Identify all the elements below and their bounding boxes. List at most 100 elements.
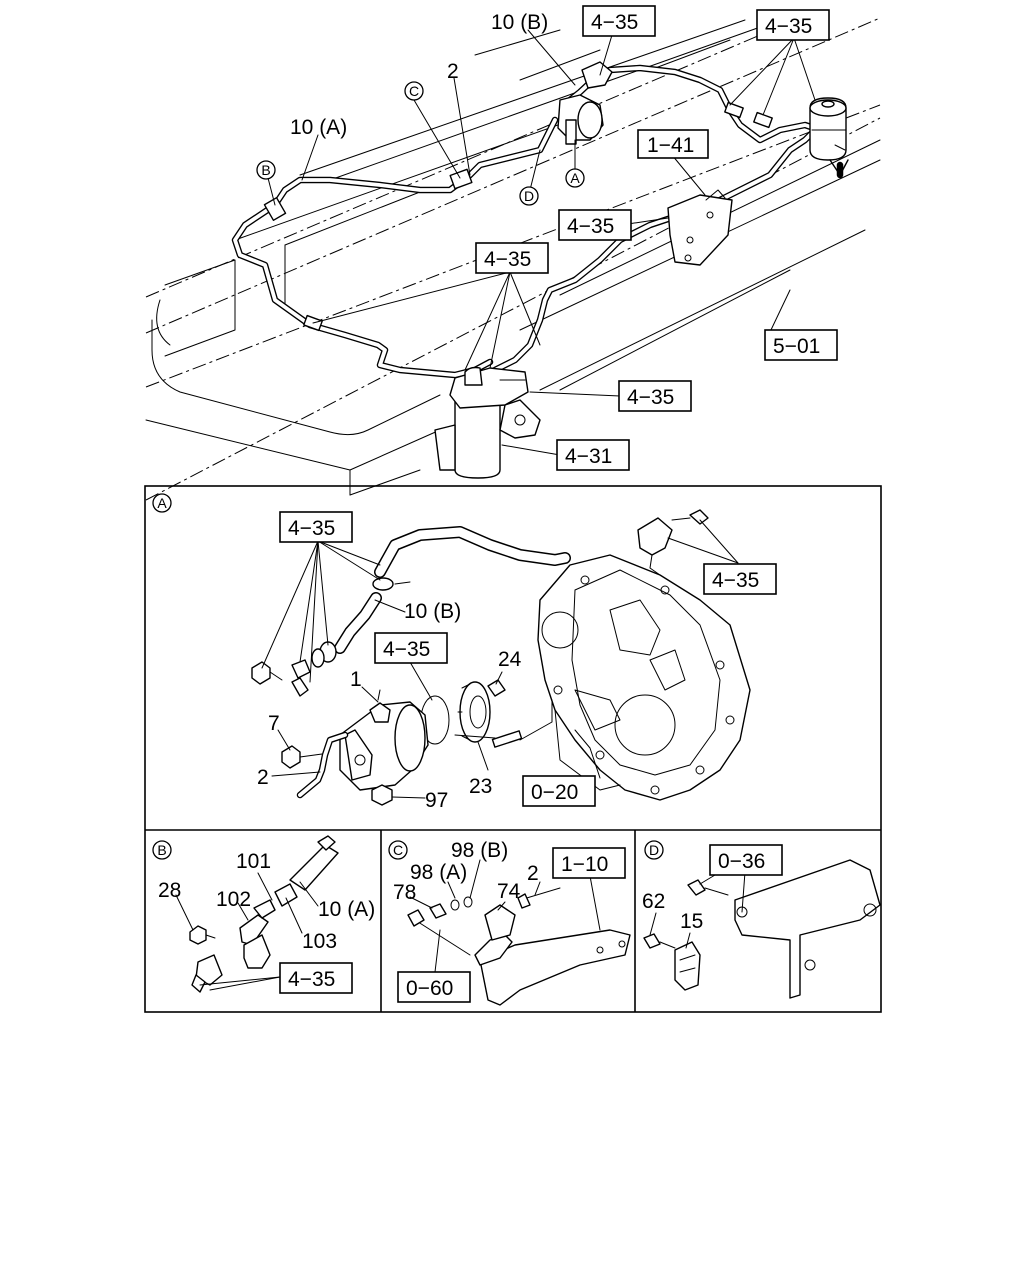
mounting-bracket-d <box>687 859 881 999</box>
clamp-15 <box>674 941 701 991</box>
callout-a-4-35-hoses: 4−35 <box>288 517 335 540</box>
master-cylinder <box>557 61 613 145</box>
callout-b-102: 102 <box>216 888 251 911</box>
detail-b-letter: B <box>157 842 166 858</box>
detail-a-panel: A <box>152 493 777 812</box>
detail-b-marker <box>152 840 172 860</box>
pump-assembly <box>339 689 429 791</box>
detail-c-letter: C <box>393 842 403 858</box>
detail-b-panel: B 101 28 102 103 10 (A) <box>152 835 375 994</box>
callout-box-a-4-35-hoses <box>279 511 353 543</box>
callout-c-74: 74 <box>497 880 521 903</box>
callout-4-31: 4−31 <box>565 445 612 468</box>
pedal-bracket <box>667 189 733 266</box>
callout-box-4-35-bracket <box>558 209 632 241</box>
callout-c: C <box>409 83 419 99</box>
callout-c-2: 2 <box>527 862 539 885</box>
callout-b-10a: 10 (A) <box>318 898 375 921</box>
callout-b-28: 28 <box>158 879 181 902</box>
detail-c-panel: C 98 (B) 98 (A) <box>388 839 631 1006</box>
detail-b-leaders <box>175 872 319 991</box>
detail-a-bracket <box>637 509 709 576</box>
callout-a-23: 23 <box>469 775 492 798</box>
detail-c-leaders <box>409 859 601 973</box>
callout-box-4-35-top <box>582 5 656 37</box>
callout-box-4-35-topright <box>756 9 830 41</box>
callout-d: D <box>524 188 534 204</box>
slave-cylinder <box>434 366 541 479</box>
callout-circle-a <box>565 168 585 188</box>
callout-4-35-bracket: 4−35 <box>567 215 614 238</box>
callout-b-4-35: 4−35 <box>288 968 335 991</box>
detail-d-marker <box>644 840 664 860</box>
callout-circle-d <box>519 186 539 206</box>
bolt-62 <box>643 933 676 949</box>
main-leaders <box>267 29 816 456</box>
detail-c-marker <box>388 840 408 860</box>
hose-10b <box>311 526 571 668</box>
drive-gear <box>457 679 506 743</box>
detail-a-callouts: 4−35 4−35 10 (B) 4−35 24 1 7 2 23 97 0−2… <box>257 511 777 812</box>
callout-box-d-0-36 <box>709 844 783 876</box>
callout-box-a-4-35-oring <box>374 632 448 664</box>
bolt-set-left <box>251 581 411 697</box>
hydraulic-lines <box>231 64 844 379</box>
detail-d-letter: D <box>649 842 659 858</box>
callout-4-35-center: 4−35 <box>484 248 531 271</box>
callout-a-24: 24 <box>498 648 522 671</box>
callout-b-101: 101 <box>236 850 271 873</box>
callout-a-10b: 10 (B) <box>404 600 461 623</box>
callout-c-0-60: 0−60 <box>406 977 453 1000</box>
callout-c-78: 78 <box>393 881 416 904</box>
flywheel-housing <box>537 554 751 801</box>
callout-box-c-1-10 <box>552 847 626 879</box>
main-callouts: 10 (B) 4−35 4−35 2 C 10 (A) B D A 1−41 4… <box>256 5 838 471</box>
reservoir-tank <box>809 97 849 176</box>
callout-10b: 10 (B) <box>491 11 548 34</box>
bolt-7 <box>281 745 323 769</box>
callout-box-4-35-center <box>475 242 549 274</box>
nut-97 <box>371 784 393 806</box>
callout-4-35-top: 4−35 <box>591 11 638 34</box>
callout-a-4-35-bracket: 4−35 <box>712 569 759 592</box>
detail-b-callouts: 101 28 102 103 10 (A) 4−35 <box>158 850 375 994</box>
detail-a-leaders <box>261 519 739 799</box>
callout-a-2: 2 <box>257 766 269 789</box>
detail-c-callouts: 98 (B) 98 (A) 1−10 78 74 2 0−60 <box>393 839 626 1003</box>
callout-box-a-0-20 <box>522 775 596 807</box>
callout-5-01: 5−01 <box>773 335 820 358</box>
callout-10a: 10 (A) <box>290 116 347 139</box>
callout-b-103: 103 <box>302 930 337 953</box>
callout-box-a-4-35-bracket <box>703 563 777 595</box>
callout-d-15: 15 <box>680 910 703 933</box>
pipe-2-detail <box>296 731 349 799</box>
callout-c-98a: 98 (A) <box>410 861 467 884</box>
callout-a-4-35-oring: 4−35 <box>383 638 430 661</box>
callout-box-5-01 <box>764 329 838 361</box>
stud-0-20 <box>454 699 553 748</box>
callout-a: A <box>570 170 580 186</box>
callout-circle-b <box>256 160 276 180</box>
callout-b: B <box>261 162 270 178</box>
callout-a-0-20: 0−20 <box>531 781 578 804</box>
callout-a-1: 1 <box>350 668 362 691</box>
callout-c-1-10: 1−10 <box>561 853 608 876</box>
clip-bracket-c <box>407 887 631 1006</box>
callout-4-35-topright: 4−35 <box>765 15 812 38</box>
detail-a-marker <box>152 493 172 513</box>
fitting-assembly-b <box>189 835 339 993</box>
callout-box-4-35-filter <box>618 380 692 412</box>
callout-1-41: 1−41 <box>647 134 694 157</box>
callout-2: 2 <box>447 60 459 83</box>
callout-4-35-filter: 4−35 <box>627 386 674 409</box>
callout-box-c-0-60 <box>397 971 471 1003</box>
detail-frame <box>144 485 882 1013</box>
callout-box-1-41 <box>637 129 709 159</box>
detail-a-letter: A <box>157 495 167 511</box>
callout-box-4-31 <box>556 439 630 471</box>
detail-d-panel: D 0−36 62 15 <box>642 840 881 999</box>
callout-circle-c <box>404 81 424 101</box>
main-view: 10 (B) 4−35 4−35 2 C 10 (A) B D A 1−41 4… <box>145 5 881 501</box>
callout-c-98b: 98 (B) <box>451 839 508 862</box>
